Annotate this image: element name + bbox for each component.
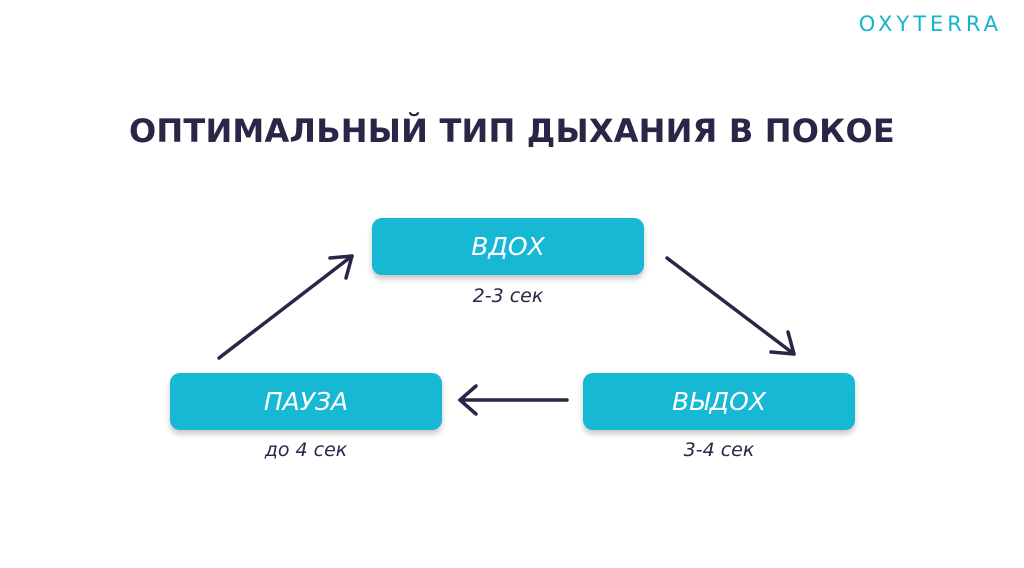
node-exhale-label: ВЫДОХ <box>672 387 766 416</box>
node-inhale-label: ВДОХ <box>471 232 545 261</box>
page-title: ОПТИМАЛЬНЫЙ ТИП ДЫХАНИЯ В ПОКОЕ <box>129 112 895 150</box>
caption-pause-duration: до 4 сек <box>264 439 348 461</box>
arrow-exhale-to-pause <box>458 384 569 416</box>
node-pause: ПАУЗА <box>170 373 442 430</box>
node-pause-label: ПАУЗА <box>263 387 349 416</box>
caption-exhale-duration: 3-4 сек <box>683 439 755 461</box>
arrow-inhale-to-exhale <box>665 256 796 356</box>
caption-inhale-duration: 2-3 сек <box>472 285 544 307</box>
oxyterra-logo: OXYTERRA <box>858 12 1002 36</box>
arrow-pause-to-inhale <box>217 254 354 360</box>
node-inhale: ВДОХ <box>372 218 644 275</box>
node-exhale: ВЫДОХ <box>583 373 855 430</box>
